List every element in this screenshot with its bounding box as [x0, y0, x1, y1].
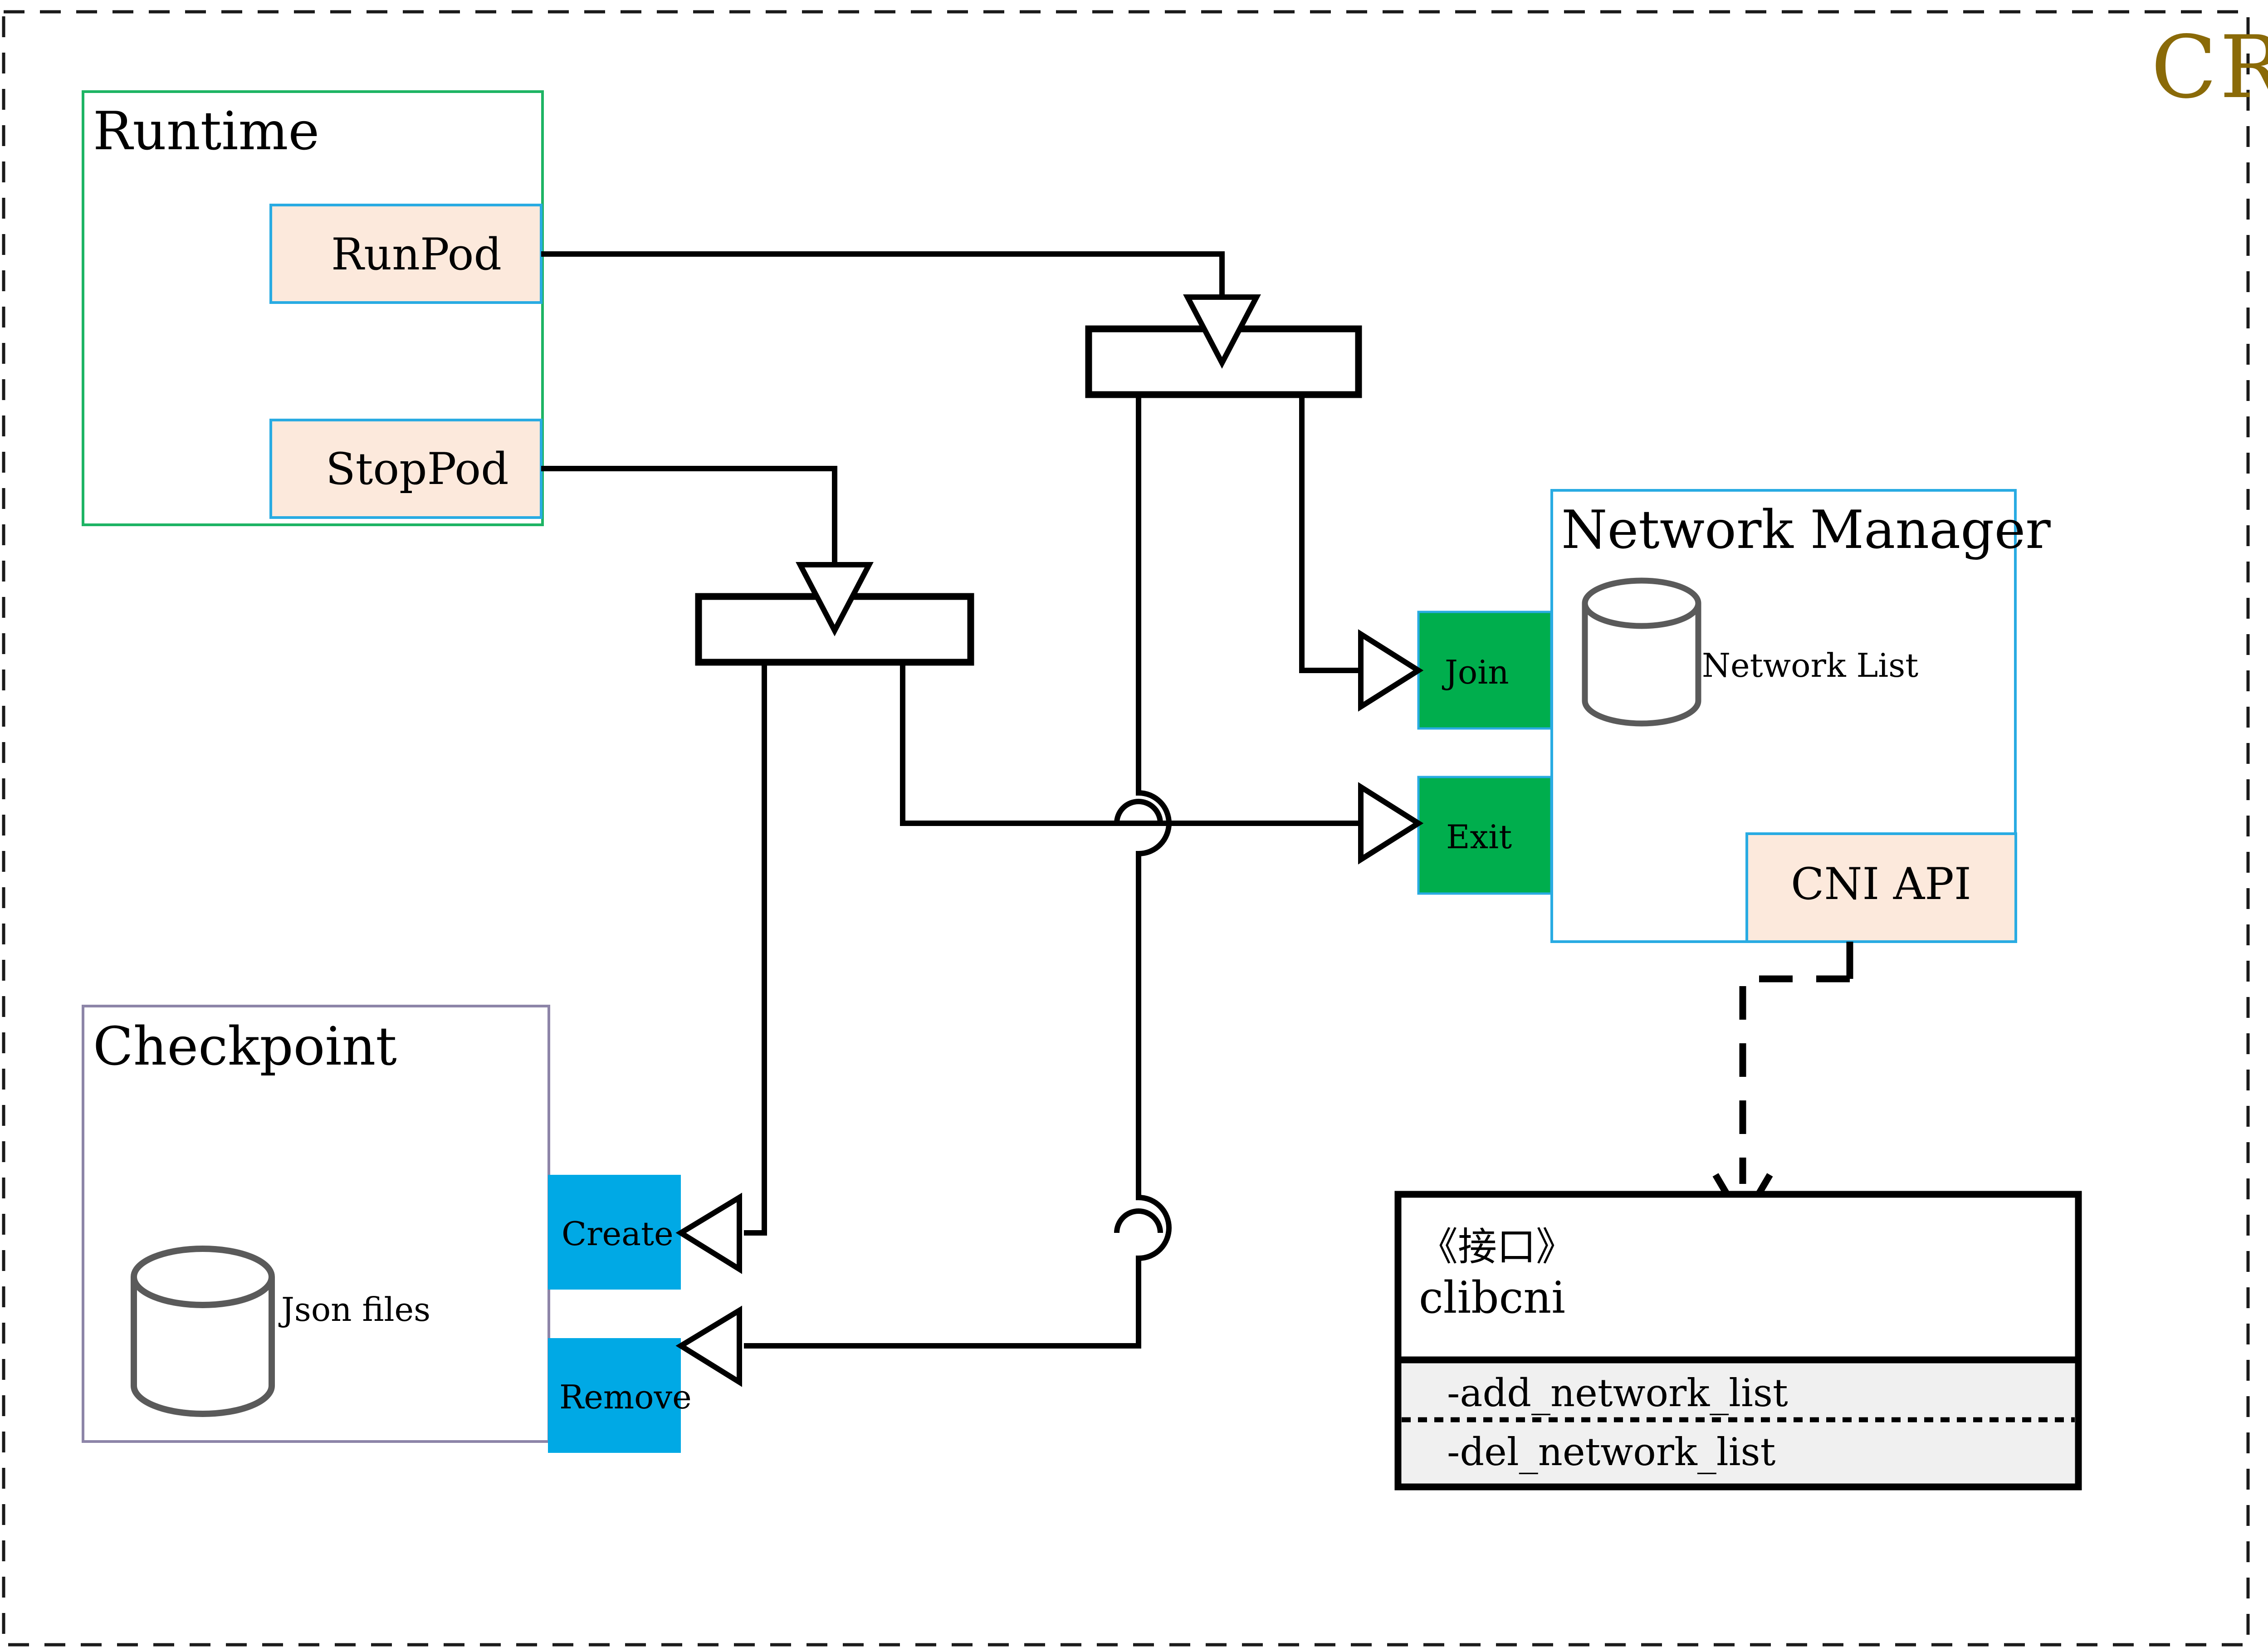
- outer-dashed-frame: [2, 10, 2250, 1647]
- edge-cniapi-to-clibcni-dashed: [1739, 975, 1850, 1184]
- stoppod-label: StopPod: [326, 444, 509, 494]
- arrowhead-into-create: [675, 1192, 742, 1274]
- exit-port-box[interactable]: [1417, 776, 1553, 895]
- line-hop-arcs: [1114, 799, 1163, 1233]
- page-title: CRI: [2151, 17, 2268, 117]
- runpod-box[interactable]: [269, 204, 543, 304]
- network-list-label: Network List: [1702, 646, 1919, 684]
- edge-stoppod-to-fork2: [541, 466, 837, 565]
- checkpoint-title: Checkpoint: [93, 1016, 397, 1077]
- json-files-label: Json files: [281, 1290, 431, 1329]
- create-box[interactable]: [548, 1175, 681, 1290]
- edge-fork1-right-to-join: [1299, 395, 1384, 673]
- arrowhead-into-exit: [1358, 782, 1424, 865]
- cni-api-box[interactable]: [1745, 832, 2017, 943]
- join-label: Join: [1445, 653, 1509, 691]
- clibcni-name: clibcni: [1419, 1272, 1565, 1323]
- create-label: Create: [562, 1215, 674, 1253]
- line-hop-create-crossing: [1114, 1208, 1163, 1233]
- edge-runpod-to-fork1: [541, 251, 1225, 297]
- edge-fork2-right-to-exit: [900, 662, 1384, 826]
- exit-label: Exit: [1446, 818, 1512, 856]
- runtime-title: Runtime: [93, 101, 320, 162]
- arrowhead-into-fork2: [796, 562, 874, 636]
- clibcni-operation-add: -add_network_list: [1447, 1371, 1788, 1415]
- arrowhead-into-fork1: [1183, 294, 1261, 369]
- join-port-box[interactable]: [1417, 611, 1553, 730]
- remove-box[interactable]: [548, 1338, 681, 1453]
- arrowhead-into-join: [1358, 629, 1424, 712]
- edge-fork1-left-leg: [744, 395, 1172, 1349]
- stoppod-box[interactable]: [269, 419, 543, 519]
- network-list-cylinder-icon: [1582, 577, 1701, 727]
- runpod-label: RunPod: [331, 229, 502, 280]
- clibcni-operation-del: -del_network_list: [1447, 1430, 1776, 1474]
- connector-lines: [541, 251, 1384, 1349]
- json-files-cylinder-icon: [131, 1246, 275, 1417]
- edge-fork2-left-to-create: [744, 662, 767, 1236]
- clibcni-stereotype: 《接口》: [1419, 1224, 1575, 1270]
- cni-api-label: CNI API: [1791, 859, 1971, 909]
- arrowhead-into-remove: [675, 1305, 742, 1387]
- line-hop-exit-crossing: [1114, 799, 1163, 824]
- network-manager-title: Network Manager: [1561, 499, 2051, 561]
- remove-label: Remove: [559, 1378, 692, 1416]
